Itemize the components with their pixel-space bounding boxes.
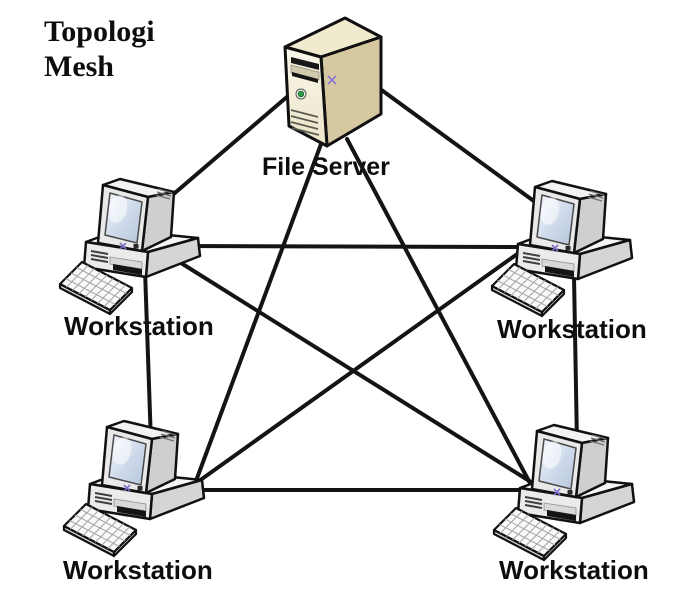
link-workstation-top-right-bottom-right <box>572 274 579 446</box>
mesh-links <box>143 84 579 492</box>
label-workstation-top-right: Workstation <box>497 314 647 344</box>
diagram-title-line2: Mesh <box>44 50 114 83</box>
link-workstation-top-right-bottom-left <box>190 250 522 488</box>
link-workstation-top-left-bottom-left <box>143 268 153 445</box>
label-workstation-top-left: Workstation <box>64 311 214 341</box>
link-workstation-top-left-top-right <box>178 244 530 249</box>
link-workstation-top-left-bottom-right <box>179 261 533 484</box>
labels: Topologi Mesh File Server Workstation Wo… <box>44 15 649 585</box>
label-workstation-bottom-right: Workstation <box>499 555 649 585</box>
link-fileserver-workstation-top-left <box>160 94 290 206</box>
link-fileserver-workstation-top-right <box>374 84 544 209</box>
label-file-server: File Server <box>262 153 390 181</box>
diagram-title-line1: Topologi <box>44 15 155 48</box>
label-workstation-bottom-left: Workstation <box>63 555 213 585</box>
